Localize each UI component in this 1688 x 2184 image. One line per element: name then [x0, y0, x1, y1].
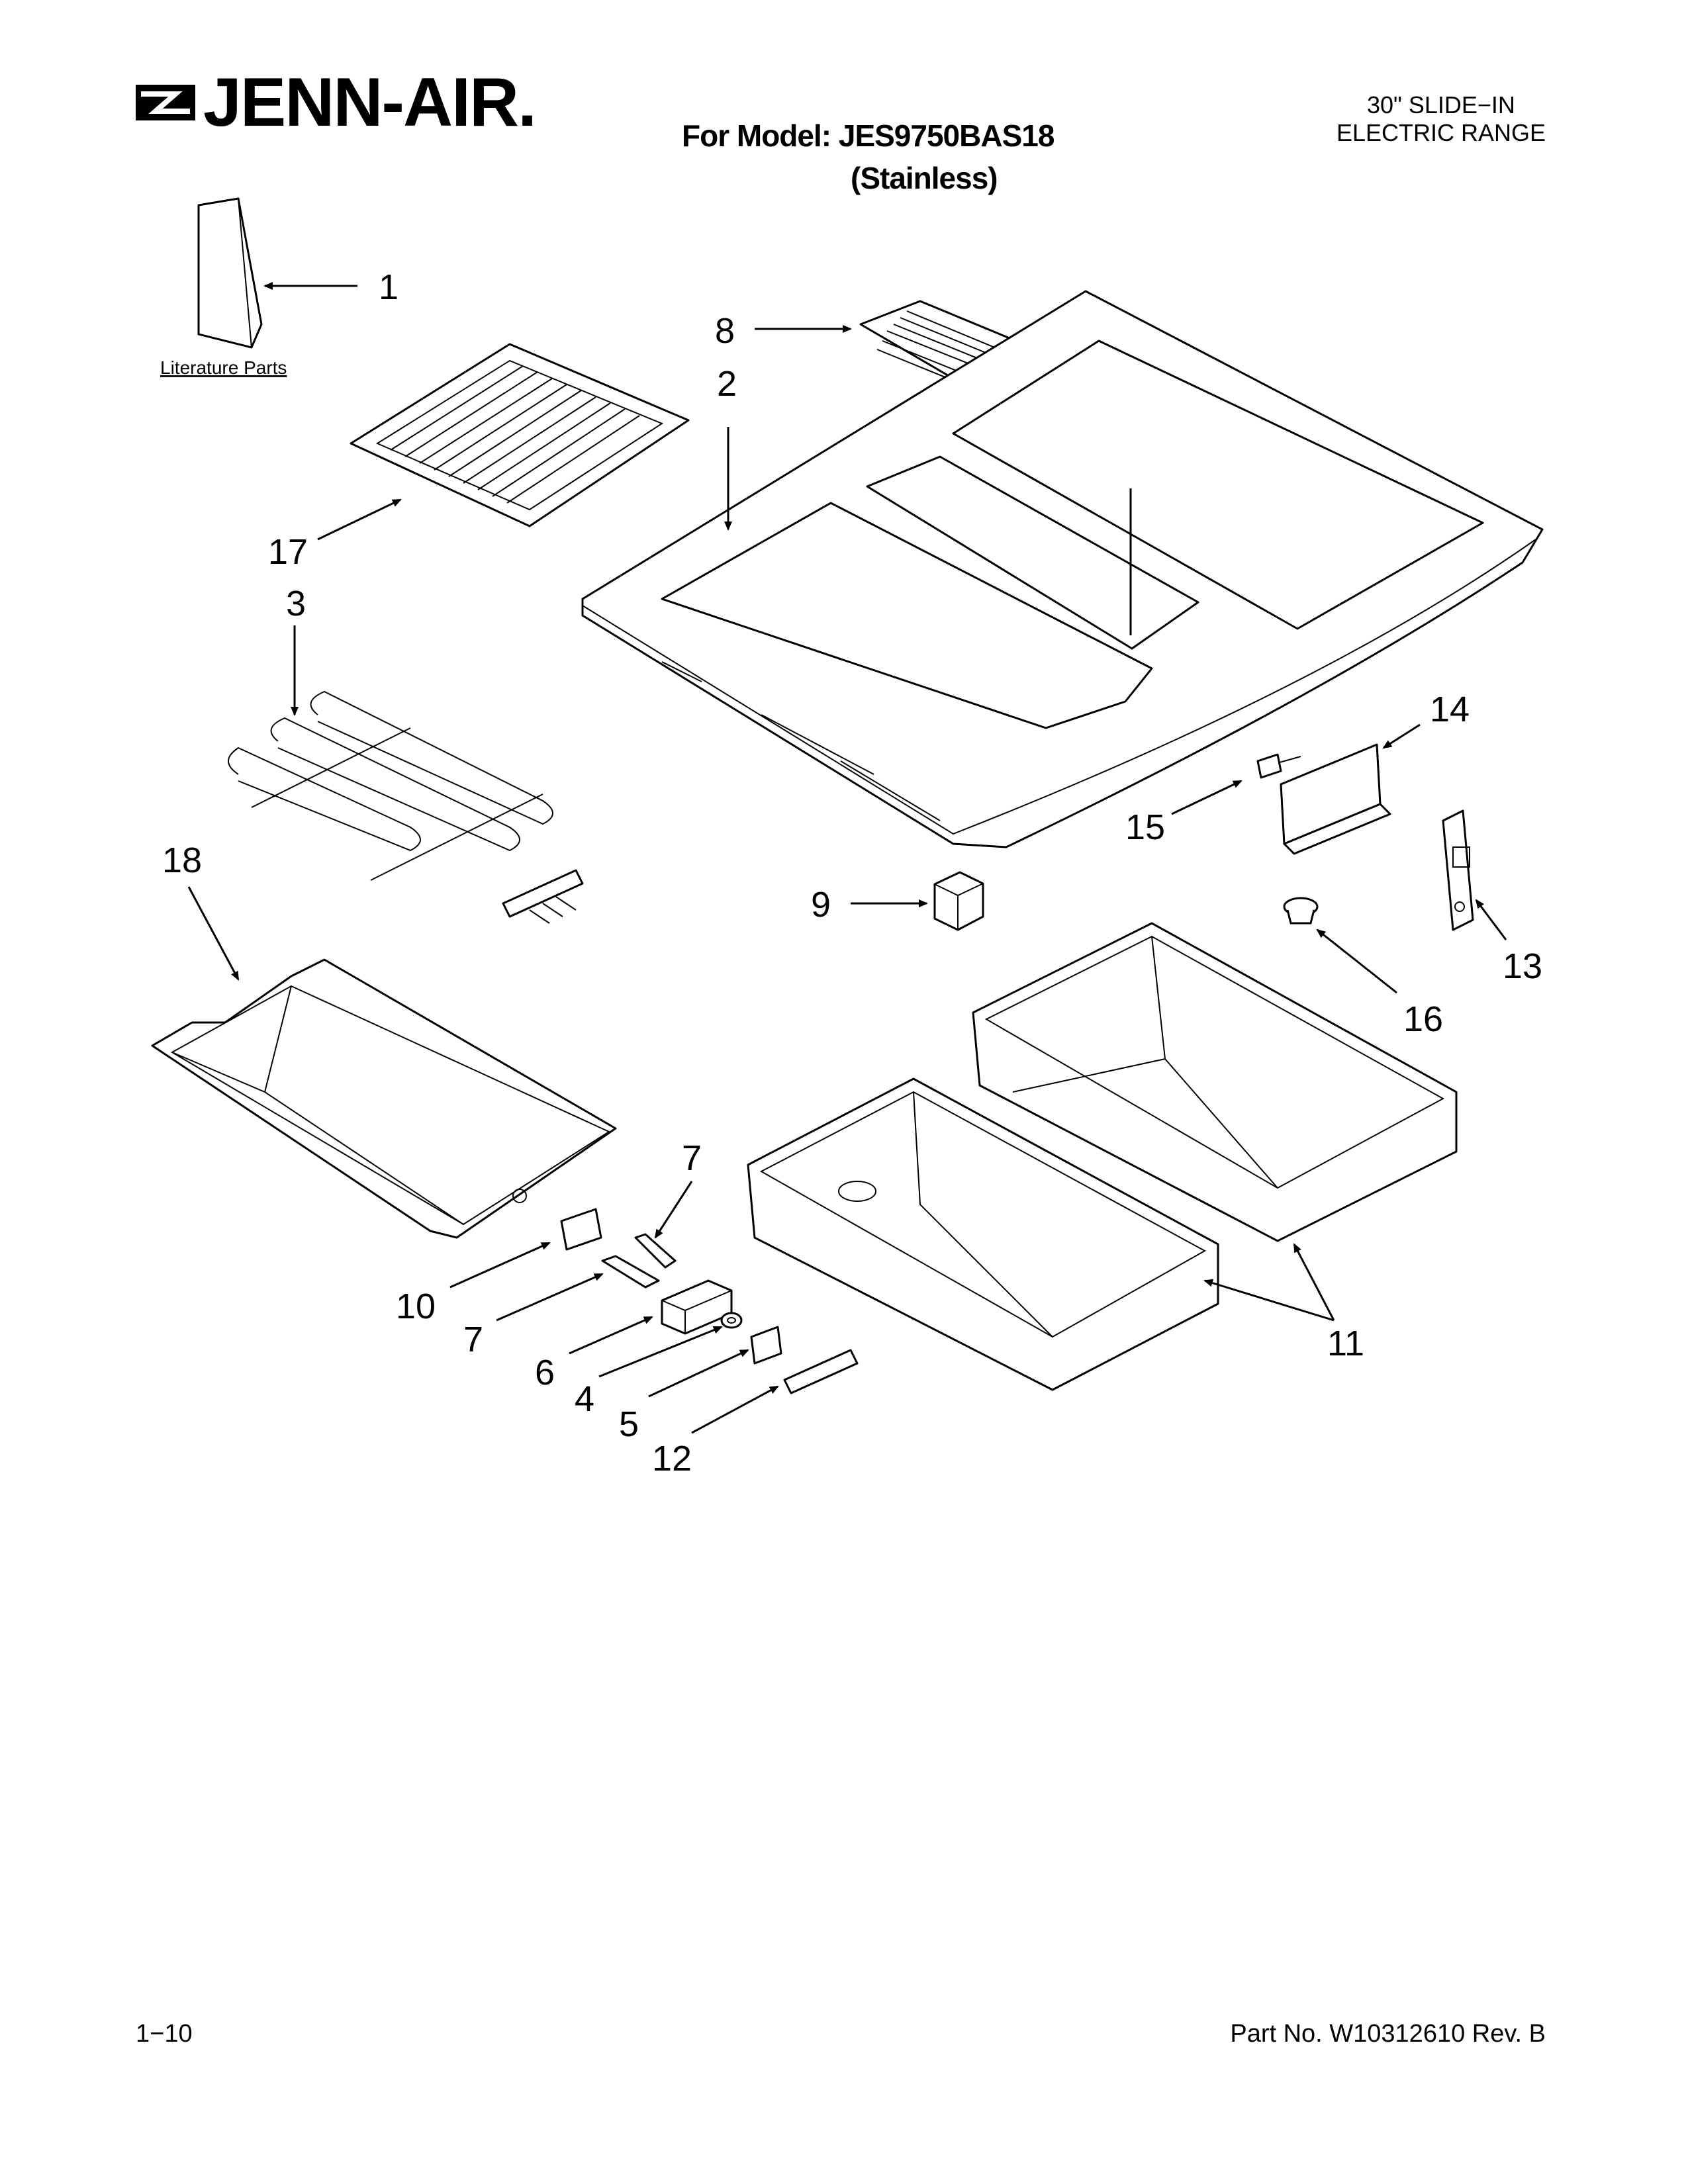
- callout-2: 2: [717, 364, 737, 404]
- callout-7-bottom: 7: [463, 1320, 483, 1359]
- product-title-line1: 30" SLIDE−IN: [1367, 91, 1515, 118]
- callout-5: 5: [619, 1404, 639, 1444]
- part-plate: [560, 1208, 602, 1251]
- part-drip-pan: [151, 958, 617, 1239]
- part-clip-b: [601, 1255, 660, 1289]
- product-title: 30" SLIDE−IN ELECTRIC RANGE: [1336, 91, 1546, 147]
- part-block: [933, 871, 984, 931]
- callout-1: 1: [379, 267, 399, 307]
- callout-7-top: 7: [682, 1138, 702, 1178]
- callout-12: 12: [652, 1439, 692, 1479]
- part-drawer-upper: [972, 922, 1458, 1242]
- callout-3: 3: [286, 584, 306, 623]
- callout-6: 6: [535, 1353, 555, 1392]
- callout-13: 13: [1503, 946, 1542, 986]
- callout-16: 16: [1403, 999, 1443, 1039]
- jenn-air-logo-icon: [136, 85, 195, 120]
- part-switch-bracket: [1442, 809, 1474, 931]
- part-screw: [1256, 753, 1301, 779]
- part-grommet: [1283, 897, 1319, 925]
- callout-14: 14: [1430, 690, 1470, 729]
- model-finish: (Stainless): [851, 161, 998, 195]
- part-grill-grate: [350, 343, 690, 527]
- part-connector-block: [661, 1279, 733, 1335]
- part-drawer-lower: [747, 1077, 1219, 1391]
- callout-8: 8: [715, 311, 735, 351]
- literature-label: Literature Parts: [160, 357, 287, 378]
- callout-17: 17: [268, 532, 308, 572]
- part-small-clip: [750, 1326, 782, 1365]
- callout-4: 4: [575, 1379, 594, 1419]
- callout-9: 9: [811, 885, 831, 925]
- brand-name: JENN-AIR: [203, 64, 519, 141]
- model-number: For Model: JES9750BAS18: [682, 118, 1055, 153]
- brand-logo: JENN-AIR.: [136, 63, 537, 142]
- part-ring: [720, 1312, 743, 1329]
- part-clip-a: [634, 1233, 677, 1269]
- product-title-line2: ELECTRIC RANGE: [1336, 119, 1546, 146]
- callout-10: 10: [396, 1287, 436, 1326]
- callout-11: 11: [1327, 1324, 1364, 1363]
- callout-labels: 1 8 2 17 3 14 15 18 9 13 16 7 10 7 6 4 5…: [162, 267, 1542, 1479]
- page-number: 1−10: [136, 2020, 193, 2048]
- callout-15: 15: [1125, 807, 1165, 847]
- part-cooktop: [581, 290, 1544, 848]
- callout-18: 18: [162, 841, 202, 880]
- part-bracket: [1280, 743, 1391, 855]
- part-literature: [197, 197, 263, 349]
- brand-suffix: .: [518, 64, 537, 141]
- part-heating-element: [228, 690, 584, 924]
- part-mount-bracket: [783, 1349, 859, 1394]
- leader-lines: [187, 282, 1507, 1434]
- part-number: Part No. W10312610 Rev. B: [1230, 2020, 1546, 2048]
